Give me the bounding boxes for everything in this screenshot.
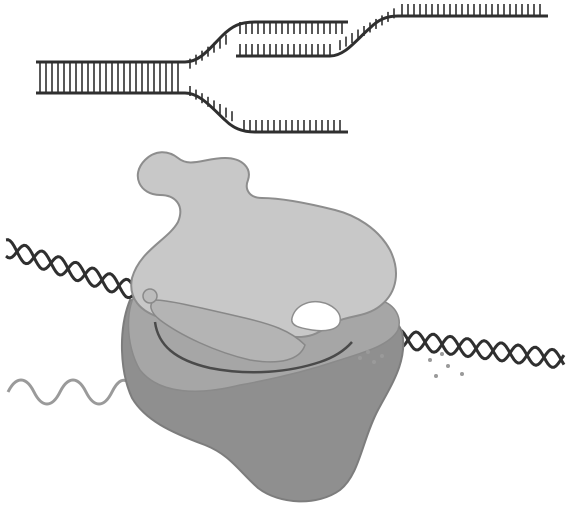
- nucleotide-dot: [380, 354, 384, 358]
- nucleotide-dot: [440, 352, 444, 356]
- enzyme-nub: [143, 289, 157, 303]
- rna-polymerase: [122, 152, 403, 501]
- replication-fork: [36, 4, 548, 132]
- nucleotide-dot: [358, 356, 362, 360]
- nucleotide-dot: [460, 372, 464, 376]
- nucleotide-dot: [446, 364, 450, 368]
- rna-transcript: [8, 380, 130, 404]
- nucleotide-dot: [372, 360, 376, 364]
- nucleotide-dot: [428, 358, 432, 362]
- fork-left-bottom-strand: [36, 93, 348, 132]
- nucleotide-dot: [366, 350, 370, 354]
- nucleotide-dot: [434, 374, 438, 378]
- helix-strand: [6, 245, 150, 303]
